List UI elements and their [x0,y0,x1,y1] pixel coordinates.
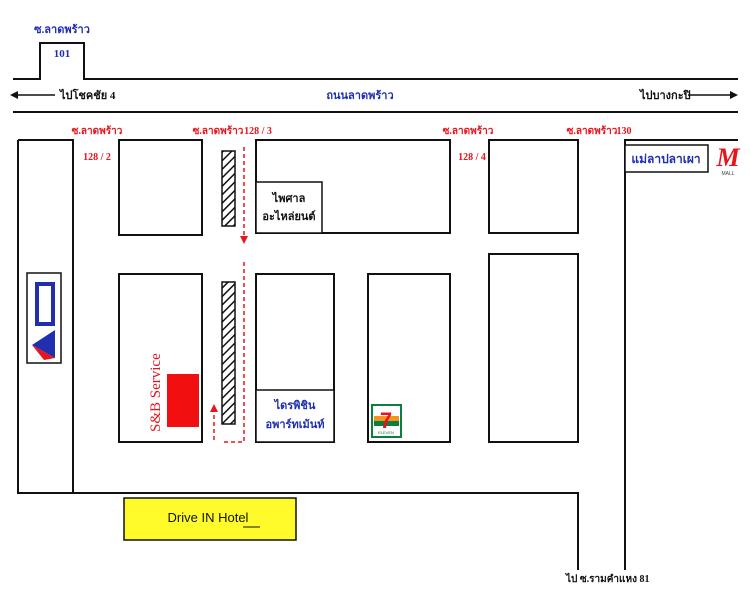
right-direction-label: ไปบางกะปิ [638,88,691,102]
soi-128-4-name: ซ.ลาดพร้าว [443,125,494,137]
store-name-box [624,144,709,173]
apartment-line2: อพาร์ทเม้นท์ [266,418,325,431]
auto-parts-box [255,181,323,234]
route-path [213,147,245,443]
service-location-marker [167,374,199,427]
soi-road-outline [17,139,738,570]
left-direction-arrow-icon [10,91,55,99]
store-name-label: แม่ลาปลาเผา [631,152,700,166]
soi-101-number: 101 [54,48,71,60]
soi-128-3-number: 128 / 3 [244,126,272,137]
soi-130-name: ซ.ลาดพร้าว [567,125,618,137]
service-label: S&B Service [148,353,164,432]
apartment-box [255,389,335,443]
soi-128-4-number: 128 / 4 [458,152,486,163]
mall-logo-icon: M MALL [715,143,740,177]
auto-parts-line1: ไพศาล [271,191,306,205]
soi-101-name: ซ.ลาดพร้าว [34,23,90,36]
hotel-box [123,497,297,541]
main-road-lad-phrao [13,42,738,113]
block-d2 [488,253,579,443]
soi-128-2-name: ซ.ลาดพร้าว [72,125,123,137]
auto-parts-line2: อะไหล่ยนต์ [262,209,315,223]
svg-text:M: M [715,143,740,172]
bottom-direction-label: ไป ซ.รามคำแหง 81 [565,572,649,585]
main-road-name: ถนนลาดพร้าว [326,89,393,102]
right-direction-arrow-icon [688,91,738,99]
route-arrow-up-icon [210,404,218,412]
soi-128-3-name: ซ.ลาดพร้าว [193,125,244,137]
soi-130-number: 130 [617,126,632,137]
seven-eleven-logo-icon: 7 ELEVEN [371,404,402,438]
soi-128-2-number: 128 / 2 [83,152,111,163]
hatched-lane-upper [221,150,236,227]
hatched-lane-lower [221,281,236,425]
hotel-label: Drive IN Hotel [168,510,249,525]
apartment-line1: ไดรพิชิน [273,398,316,412]
svg-text:MALL: MALL [721,171,734,177]
svg-text:7: 7 [380,408,392,433]
left-building-logo-icon [26,272,62,364]
block-a1 [118,139,203,236]
block-c1 [488,139,579,234]
route-arrow-down-icon [240,236,248,244]
svg-text:ELEVEN: ELEVEN [378,430,394,435]
left-direction-label: ไปโชคชัย 4 [58,88,116,102]
